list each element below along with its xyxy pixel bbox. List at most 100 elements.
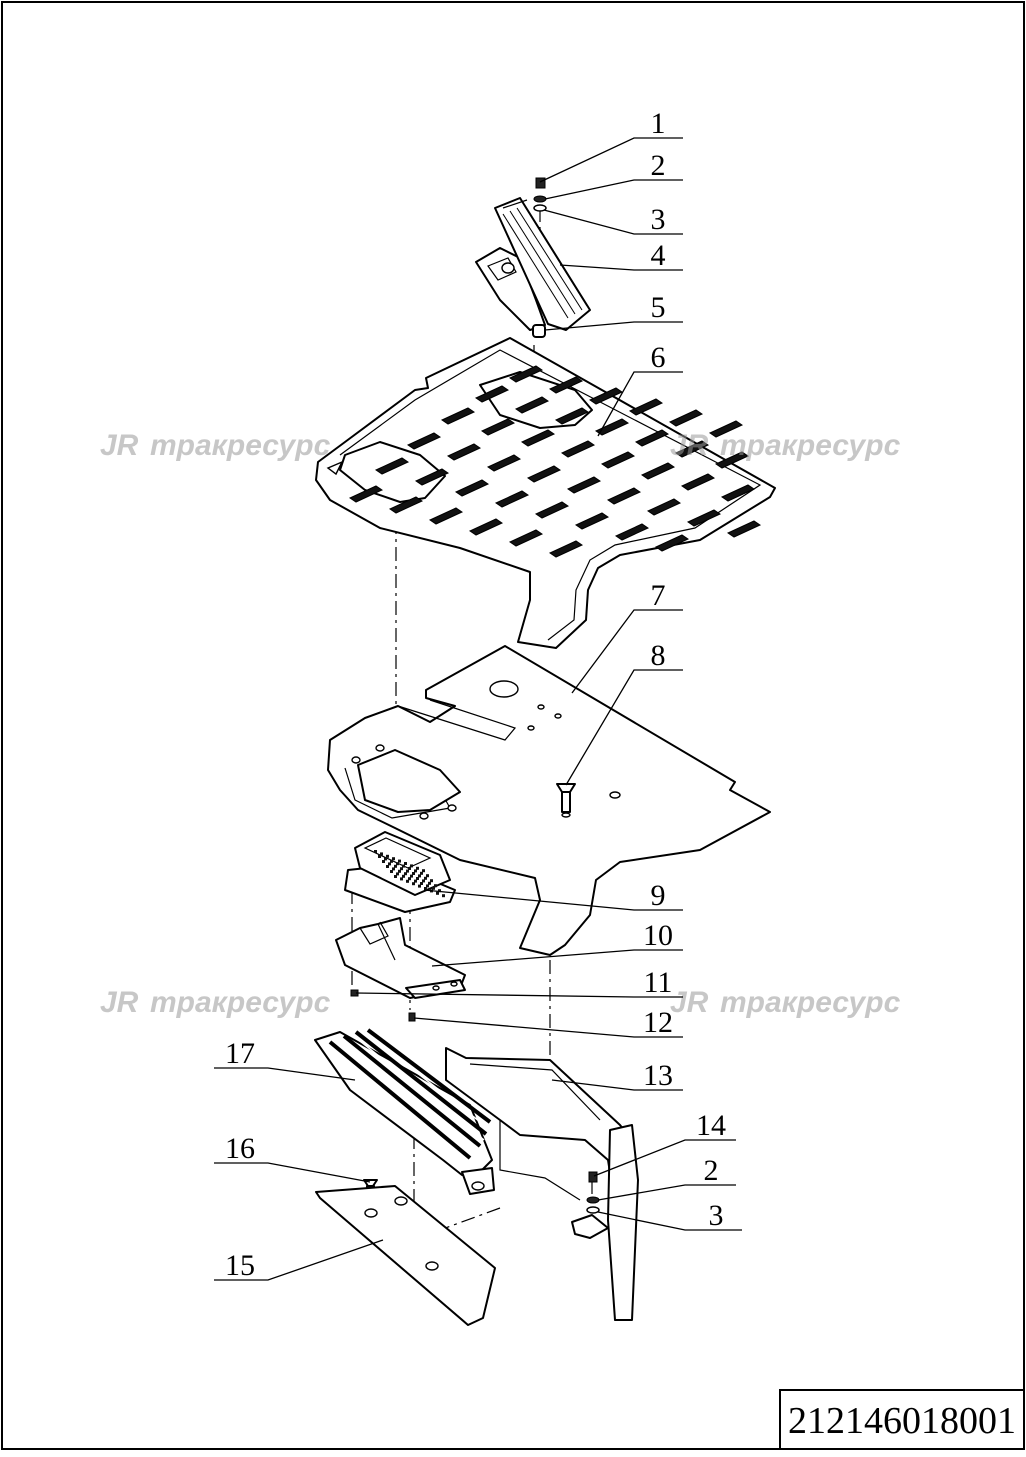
callout-17: 17 [214, 1037, 356, 1081]
mat-rib [668, 409, 704, 427]
bolt-washer-stack-right [586, 1171, 600, 1214]
callout-1: 1 [539, 107, 683, 183]
svg-text:15: 15 [225, 1249, 255, 1282]
base-plate [315, 1185, 496, 1326]
mat-rib [440, 407, 476, 425]
mat-rib [720, 484, 756, 502]
watermark-left-top: JR тракресурс [100, 429, 331, 462]
svg-text:тракресурс: тракресурс [720, 429, 901, 462]
pedal-grip-dot [396, 862, 399, 866]
pedal-grip-dot [414, 879, 417, 883]
watermark-right-top: JR тракресурс [670, 429, 901, 462]
callout-2-top: 2 [544, 149, 683, 200]
pedal-grip-dot [416, 877, 419, 880]
pedal-grip-dot [422, 879, 425, 883]
mat-rib [600, 451, 636, 469]
document-number: 212146018001 [788, 1400, 1016, 1442]
floor-plate [327, 645, 771, 956]
pedal-grip-dot [404, 862, 407, 865]
mat-rib [494, 490, 530, 508]
document-number-box: 212146018001 [779, 1389, 1025, 1450]
pedal-grip-dot [422, 869, 425, 873]
svg-text:2: 2 [651, 149, 666, 182]
pedal-grip-dot [436, 891, 439, 895]
svg-text:JR: JR [670, 986, 709, 1019]
pedal-grip-dot [390, 870, 393, 873]
pedal-grip-dot [424, 876, 427, 880]
pedal-grip-dot [410, 874, 413, 878]
mat-rib [428, 507, 464, 525]
svg-text:13: 13 [643, 1059, 673, 1092]
pedal-grip-dot [400, 877, 403, 881]
svg-text:5: 5 [651, 291, 666, 324]
mat-rib [508, 365, 544, 383]
pedal-grip-dot [400, 867, 403, 871]
pedal-grip-dot [392, 867, 395, 871]
mat-rib [686, 509, 722, 527]
svg-text:8: 8 [651, 639, 666, 672]
pedal-grip-dot [414, 869, 417, 873]
mat-rib [726, 520, 762, 538]
mat-rib [520, 429, 556, 447]
mat-rib [508, 529, 544, 547]
pedal-grip-dot [408, 877, 411, 881]
brake-pedal-pad [344, 831, 456, 913]
svg-text:2: 2 [704, 1154, 719, 1187]
watermark-left-bottom: JR тракресурс [100, 986, 331, 1019]
floor-mat [315, 337, 776, 649]
callout-14: 14 [593, 1109, 736, 1177]
pedal-grip-dot [408, 867, 411, 870]
countersunk-screw [556, 783, 576, 818]
callout-5: 5 [544, 291, 683, 331]
callout-10: 10 [431, 919, 683, 967]
pedal-grip-dot [406, 869, 409, 873]
pedal-grip-dot [394, 864, 397, 868]
mat-rib [560, 440, 596, 458]
pedal-grip-dot [392, 857, 395, 861]
callout-13: 13 [551, 1059, 683, 1092]
svg-text:3: 3 [651, 203, 666, 236]
mat-rib [674, 440, 710, 458]
pedal-grip-dot [378, 855, 381, 858]
mat-rib [406, 432, 442, 450]
mat-rib [548, 540, 584, 558]
svg-text:JR: JR [100, 429, 139, 462]
svg-text:тракресурс: тракресурс [150, 986, 331, 1019]
pedal-grip-dot [402, 874, 405, 878]
mat-rib [468, 518, 504, 536]
callout-6: 6 [597, 341, 683, 437]
mat-rib [514, 396, 550, 414]
pedal-grip-dot [390, 859, 393, 863]
callout-15: 15 [214, 1239, 384, 1282]
pedal-grip-dot [402, 864, 405, 868]
pedal-grip-dot [438, 889, 441, 893]
mat-rib [646, 498, 682, 516]
mat-rib [634, 429, 670, 447]
svg-text:11: 11 [644, 966, 673, 999]
callout-9: 9 [423, 879, 683, 912]
mat-rib [374, 457, 410, 475]
pedal-grip-dot [382, 860, 385, 863]
pedal-grip-dot [398, 869, 401, 873]
callout-4: 4 [559, 239, 683, 272]
pedal-grip-dot [430, 879, 433, 883]
accelerator-pedal [475, 197, 591, 338]
pedal-grid [374, 850, 445, 898]
pedal-grip-dot [394, 875, 397, 878]
mat-rib [480, 418, 516, 436]
mat-rib [474, 385, 510, 403]
mat-rib [388, 496, 424, 514]
pedal-grip-dot [412, 872, 415, 875]
svg-text:12: 12 [643, 1006, 673, 1039]
callout-12: 12 [413, 1006, 683, 1039]
foot-rest [314, 1028, 495, 1195]
mat-rib [566, 476, 602, 494]
mat-ribs [348, 365, 762, 558]
mat-rib [708, 420, 744, 438]
pedal-grip-dot [404, 872, 407, 876]
mat-rib [534, 501, 570, 519]
svg-text:6: 6 [651, 341, 666, 374]
pedal-grip-dot [426, 884, 429, 888]
